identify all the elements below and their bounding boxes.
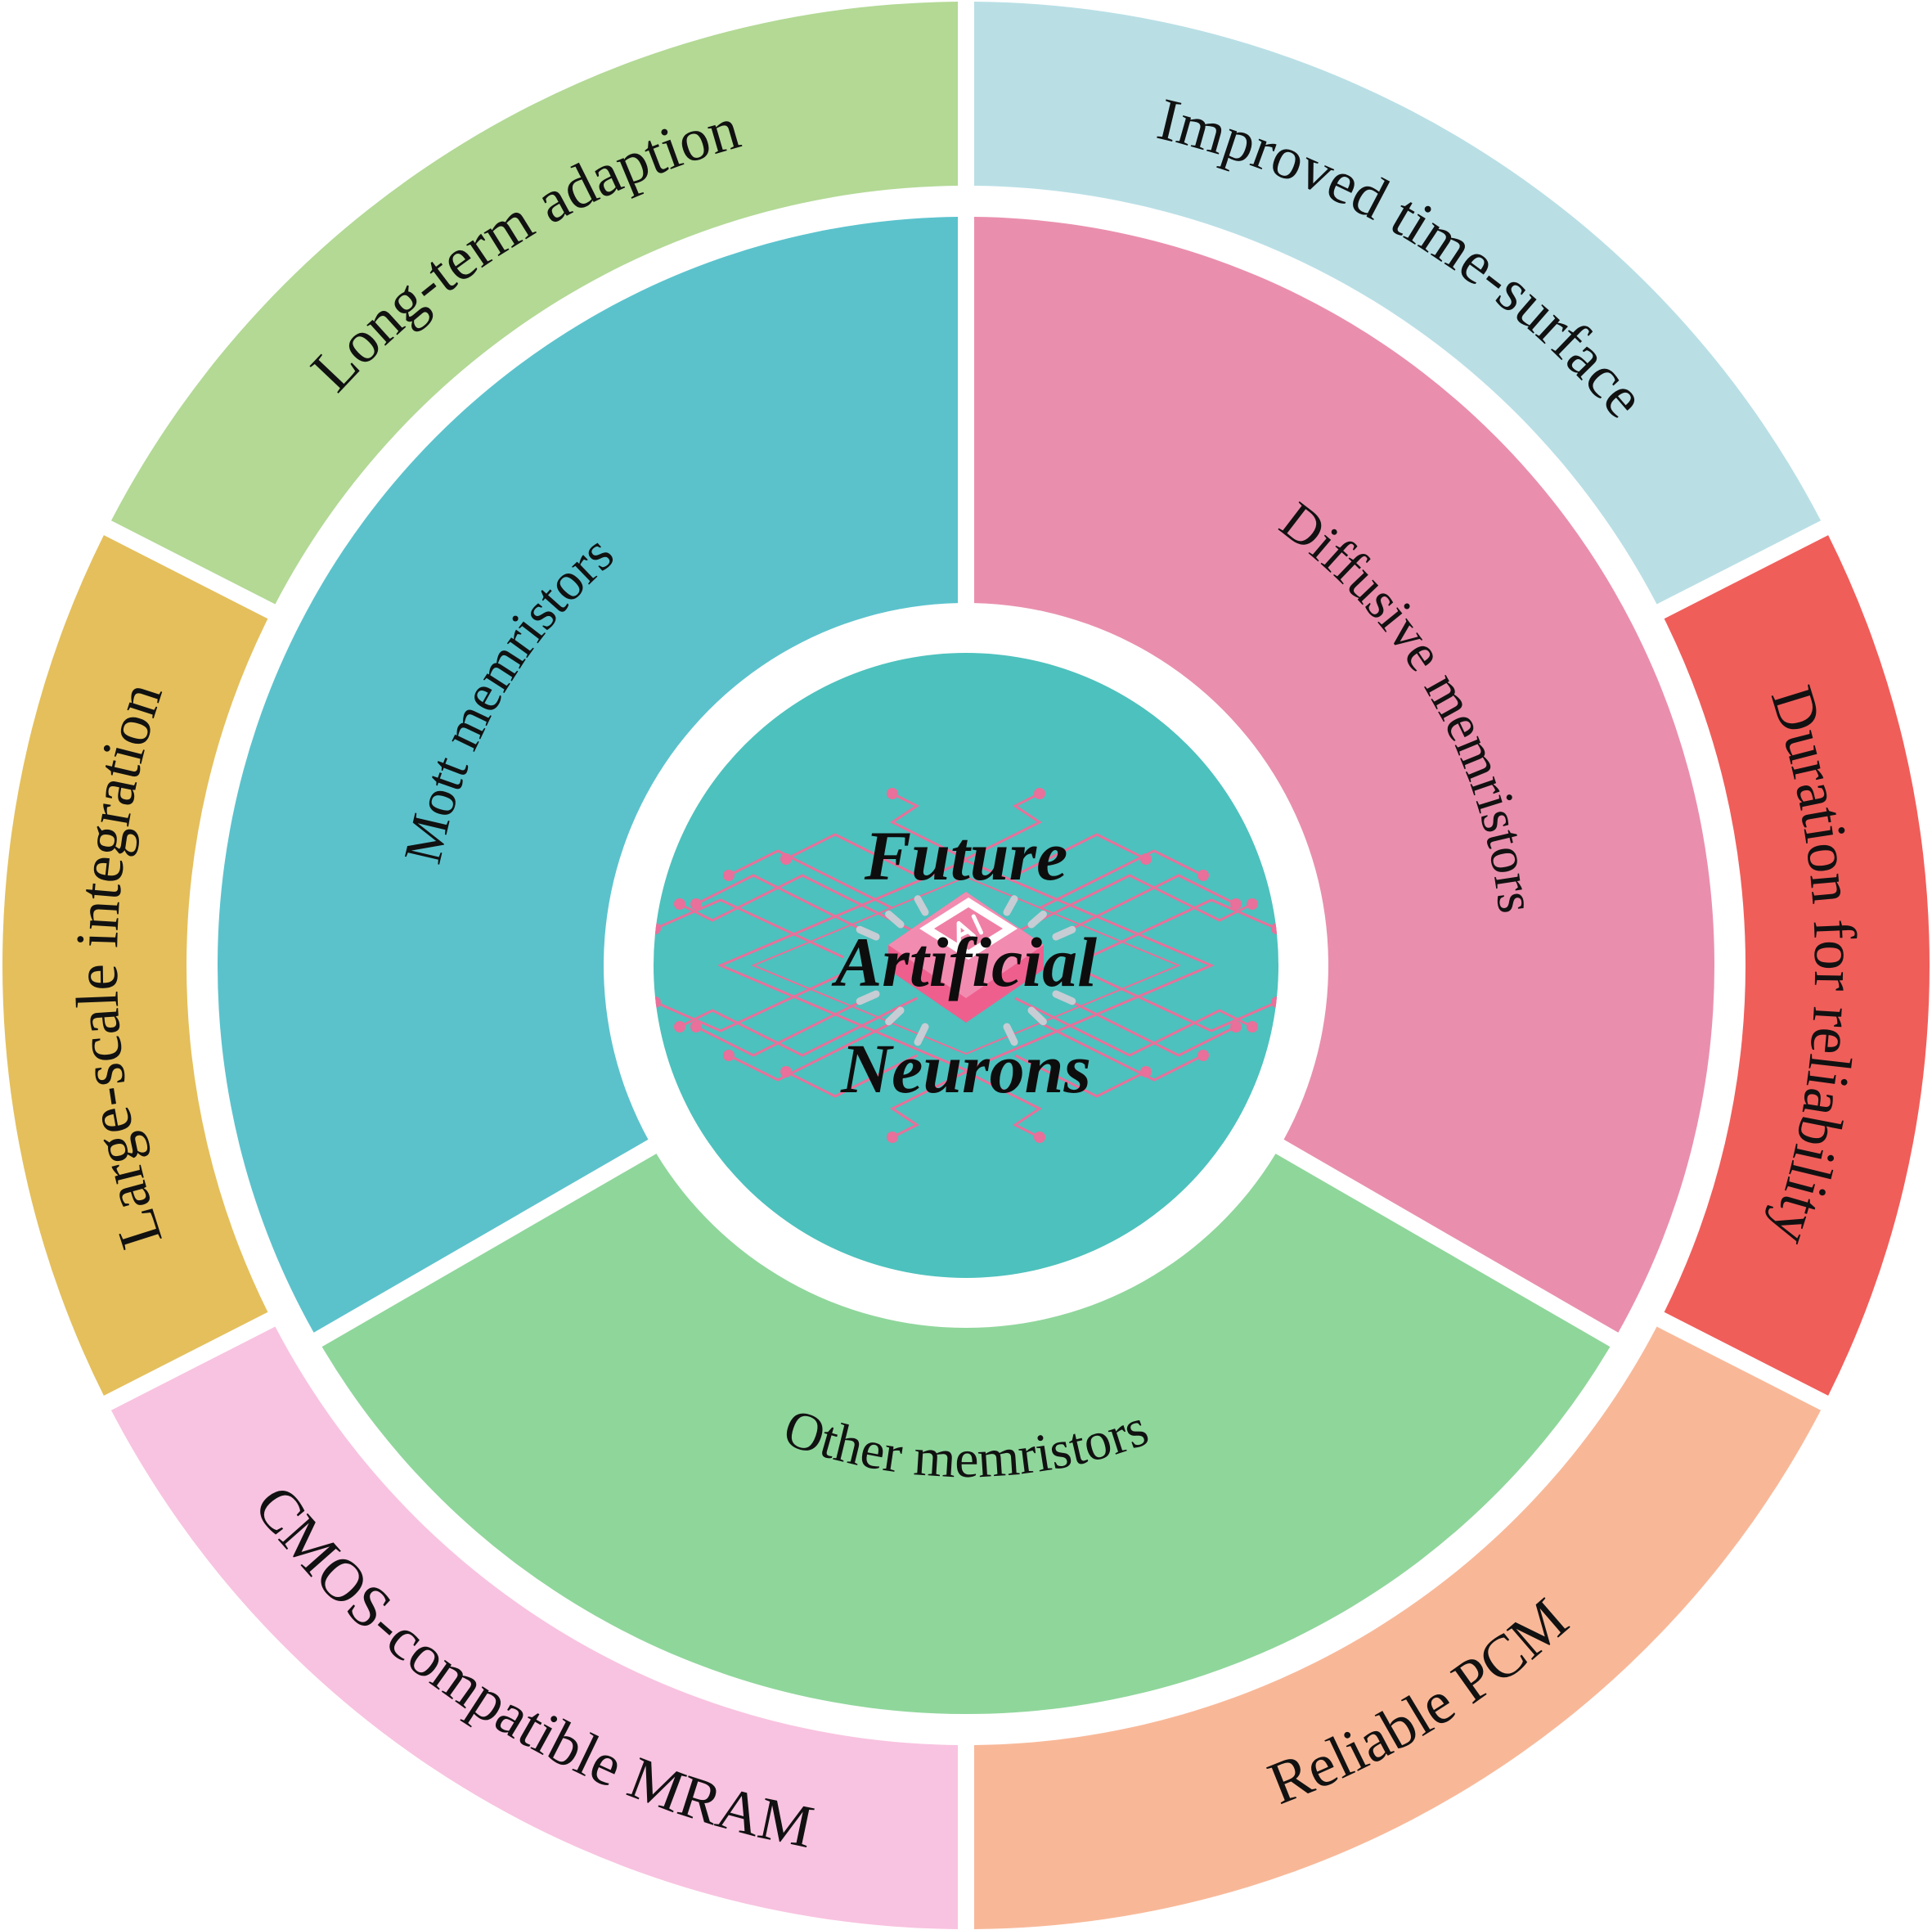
- circuit-trace: [1014, 833, 1147, 877]
- circuit-pad: [1271, 996, 1278, 1008]
- circuit-pad: [690, 1021, 702, 1032]
- circuit-pad: [1230, 1021, 1242, 1032]
- outer-segment-improved-time-surface[interactable]: [974, 2, 1822, 605]
- outer-segment-large-scale-integration[interactable]: [2, 535, 268, 1396]
- circuit-pad: [887, 788, 898, 799]
- center-hub[interactable]: Future Artificial Neurons: [649, 653, 1283, 1278]
- circuit-trace: [728, 1021, 893, 1082]
- circuit-trace: [654, 898, 844, 959]
- chip-pin: [1052, 925, 1076, 941]
- circuit-pad: [1247, 898, 1258, 910]
- circuit-trace: [654, 972, 844, 1032]
- circuit-trace: [1014, 1054, 1147, 1098]
- circuit-trace-long: [1014, 996, 1253, 1057]
- center-title-line-2: Artificial: [831, 923, 1097, 1001]
- middle-segment-diffusive-memristors[interactable]: [974, 217, 1715, 1333]
- chip-pin: [1027, 1006, 1047, 1026]
- circuit-trace: [785, 833, 918, 877]
- circuit-pad: [723, 870, 735, 881]
- circuit-trace-long: [1014, 874, 1253, 934]
- outer-segment-duration-for-reliability[interactable]: [1664, 535, 1930, 1396]
- circuit-pad: [887, 1131, 898, 1143]
- outer-segment-long-term-adaption[interactable]: [110, 2, 959, 605]
- chip-logo-letter-i: [971, 914, 984, 935]
- chip-pin: [1027, 911, 1047, 929]
- circuit-pad: [1197, 1050, 1209, 1061]
- circuit-pad: [1197, 870, 1209, 881]
- circuit-pad: [1034, 788, 1045, 799]
- chip-label-plate: [934, 907, 1003, 950]
- chip-pin: [885, 911, 905, 929]
- middle-segment-other-memristors[interactable]: [321, 1154, 1611, 1715]
- circuit-pad: [674, 898, 685, 910]
- circuit-trace: [728, 849, 893, 910]
- circuit-trace: [1088, 898, 1278, 959]
- chip-pin: [1003, 1023, 1018, 1046]
- ai-chip-circuit-icon: [654, 788, 1278, 1143]
- middle-ring: [217, 217, 1715, 1715]
- center-title-line-1: Future: [864, 817, 1068, 895]
- chip-pin: [856, 990, 880, 1005]
- circuit-trace: [1039, 849, 1204, 910]
- circuit-trace: [1063, 996, 1237, 1057]
- circuit-trace-long: [679, 874, 918, 934]
- circuit-trace: [1088, 972, 1278, 1032]
- circuit-pad: [674, 1021, 685, 1032]
- circuit-outline: [717, 859, 1215, 1072]
- chip-ai-logo: [956, 914, 984, 946]
- circuit-trace: [695, 874, 869, 934]
- circuit-trace: [1039, 1021, 1204, 1082]
- chip-pin: [914, 895, 929, 916]
- circuit-pad: [654, 996, 661, 1008]
- chip-pin: [1003, 895, 1018, 916]
- circuit-pad: [1271, 923, 1278, 934]
- circuit-pad: [690, 898, 702, 910]
- outer-segment-reliable-pcm[interactable]: [974, 1326, 1822, 1929]
- chip-pin: [1052, 990, 1076, 1005]
- circuit-pad: [723, 1050, 735, 1061]
- circuit-pad: [654, 923, 661, 934]
- circuit-trace-short: [890, 1070, 967, 1139]
- circuit-trace: [785, 1054, 918, 1098]
- outer-segment-cmos-compatible-mram[interactable]: [110, 1326, 959, 1929]
- circuit-pad: [1230, 898, 1242, 910]
- circuit-outline-inner: [751, 875, 1181, 1055]
- circuit-trace-long: [679, 996, 918, 1057]
- chip-logo-letter-a-bar: [957, 929, 970, 938]
- middle-segment-mott-memristors[interactable]: [217, 217, 958, 1333]
- circuit-trace: [1063, 874, 1237, 934]
- circuit-trace-short: [965, 1070, 1042, 1139]
- center-title-line-3: Neurons: [840, 1029, 1091, 1108]
- chip-pin: [885, 1006, 905, 1026]
- chip-pin: [856, 925, 880, 941]
- circuit-pad: [1247, 1021, 1258, 1032]
- circuit-trace-short: [965, 792, 1042, 861]
- circuit-pad: [1034, 1131, 1045, 1143]
- circuit-trace-short: [890, 792, 967, 861]
- chip-pin: [914, 1023, 929, 1046]
- circuit-trace: [695, 996, 869, 1057]
